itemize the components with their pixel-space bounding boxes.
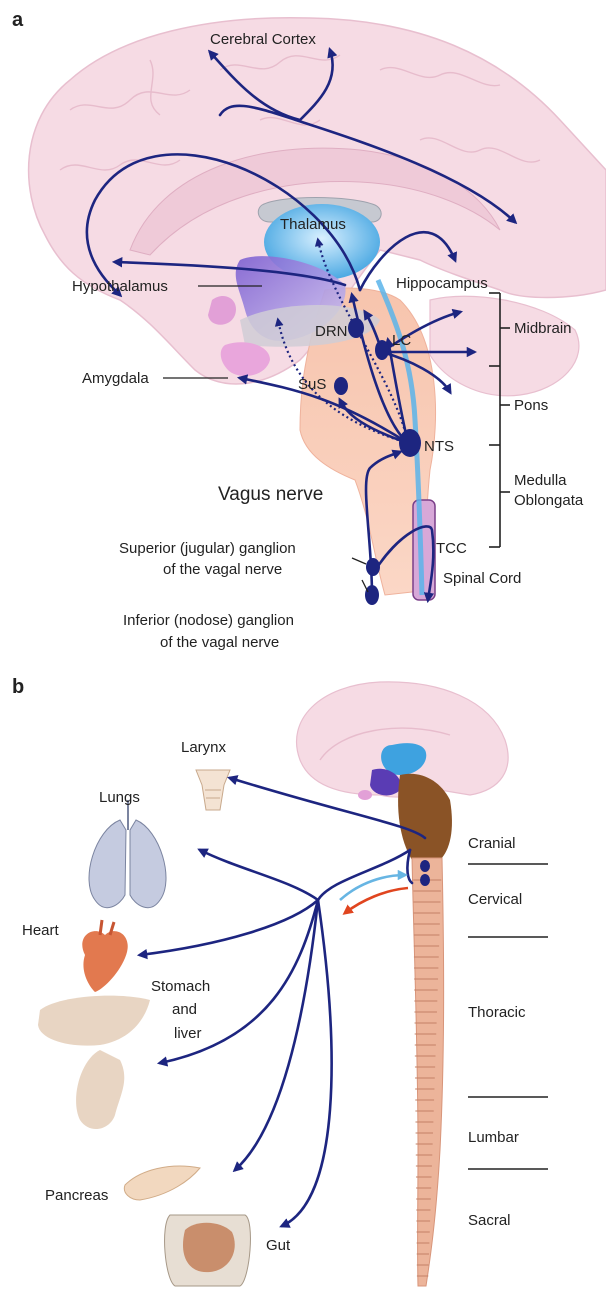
label-stomach-3: liver [174, 1025, 202, 1042]
label-cervical: Cervical [468, 891, 522, 908]
panel-b-letter: b [12, 676, 24, 698]
label-larynx: Larynx [181, 739, 227, 756]
pancreas-organ [124, 1166, 200, 1200]
label-cranial: Cranial [468, 835, 516, 852]
nts-nucleus [399, 429, 421, 457]
label-cerebral-cortex: Cerebral Cortex [210, 31, 316, 48]
panel-b: b [12, 676, 548, 1286]
label-medulla-2: Oblongata [514, 492, 584, 509]
label-sus: SuS [298, 376, 326, 393]
label-tcc: TCC [436, 540, 467, 557]
lungs-organ [89, 800, 166, 908]
label-spinal-cord: Spinal Cord [443, 570, 521, 587]
sus-nucleus [334, 377, 348, 395]
cerebellum [430, 296, 579, 396]
spinal-cord-b [412, 858, 444, 1286]
label-nts: NTS [424, 438, 454, 455]
label-lc: LC [392, 332, 411, 349]
label-hypothalamus: Hypothalamus [72, 278, 168, 295]
lc-nucleus [375, 340, 389, 360]
gut-organ [165, 1215, 251, 1286]
label-pancreas: Pancreas [45, 1187, 108, 1204]
label-thoracic: Thoracic [468, 1004, 526, 1021]
heart-organ [82, 920, 127, 992]
label-superior-ganglion-1: Superior (jugular) ganglion [119, 540, 296, 557]
label-midbrain: Midbrain [514, 320, 572, 337]
label-stomach-2: and [172, 1001, 197, 1018]
label-gut: Gut [266, 1237, 291, 1254]
label-superior-ganglion-2: of the vagal nerve [163, 561, 282, 578]
label-lumbar: Lumbar [468, 1129, 519, 1146]
label-inferior-ganglion-2: of the vagal nerve [160, 634, 279, 651]
label-thalamus: Thalamus [280, 216, 346, 233]
label-hippocampus: Hippocampus [396, 275, 488, 292]
label-heart: Heart [22, 922, 60, 939]
label-medulla-1: Medulla [514, 472, 567, 489]
label-pons: Pons [514, 397, 548, 414]
label-sacral: Sacral [468, 1212, 511, 1229]
panel-a-letter: a [12, 9, 24, 31]
panel-a: a [12, 9, 606, 651]
label-lungs: Lungs [99, 789, 140, 806]
superior-ganglion-dot [366, 558, 380, 576]
label-inferior-ganglion-1: Inferior (nodose) ganglion [123, 612, 294, 629]
label-drn: DRN [315, 323, 348, 340]
drn-nucleus [348, 318, 364, 338]
stomach-liver-organ [38, 996, 150, 1129]
label-amygdala: Amygdala [82, 370, 149, 387]
label-stomach-1: Stomach [151, 978, 210, 995]
label-vagus-nerve: Vagus nerve [218, 484, 323, 505]
pituitary-b [358, 790, 372, 800]
larynx-organ [196, 770, 230, 810]
inferior-ganglion-dot [365, 585, 379, 605]
efferent-arrow [345, 888, 408, 913]
